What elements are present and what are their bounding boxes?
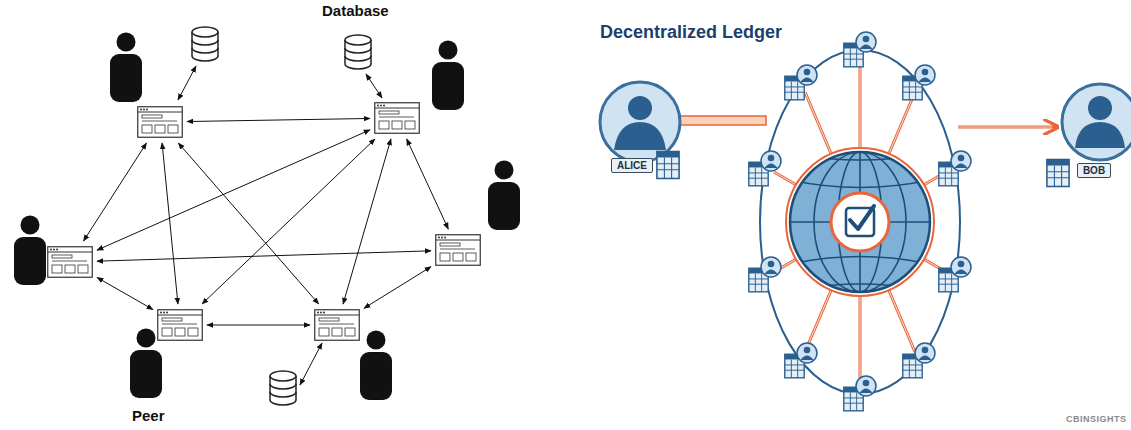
node-label: BOB [1083,165,1105,176]
peer-link [407,139,449,229]
peer-link [202,139,375,304]
peer-link [178,143,318,304]
peer-link [84,143,147,241]
browser-window [436,235,481,266]
ledger-illustration [600,32,1131,411]
browser-windows [48,103,481,341]
database-icons [178,27,382,405]
peer-link [364,267,431,309]
name-tag: BOB [1077,163,1111,178]
browser-window [48,247,93,278]
peer-link [162,143,178,304]
peer-link [97,277,153,309]
peer-link [97,130,370,250]
peer-link [343,139,391,304]
browser-window [315,310,360,341]
peer-link [97,251,431,261]
peer-links [84,118,449,325]
browser-window [158,310,203,341]
panel-title: Decentralized Ledger [600,22,782,43]
watermark: CBINSIGHTS [1066,414,1127,424]
peer-label: Peer [132,407,165,424]
peer-link [207,325,310,326]
database-label: Database [322,2,389,19]
browser-window [375,103,420,134]
peer-icons [14,33,520,401]
node-label: ALICE [617,160,647,171]
peer-link [187,118,370,121]
name-tag: ALICE [611,158,653,173]
browser-window [138,107,183,138]
